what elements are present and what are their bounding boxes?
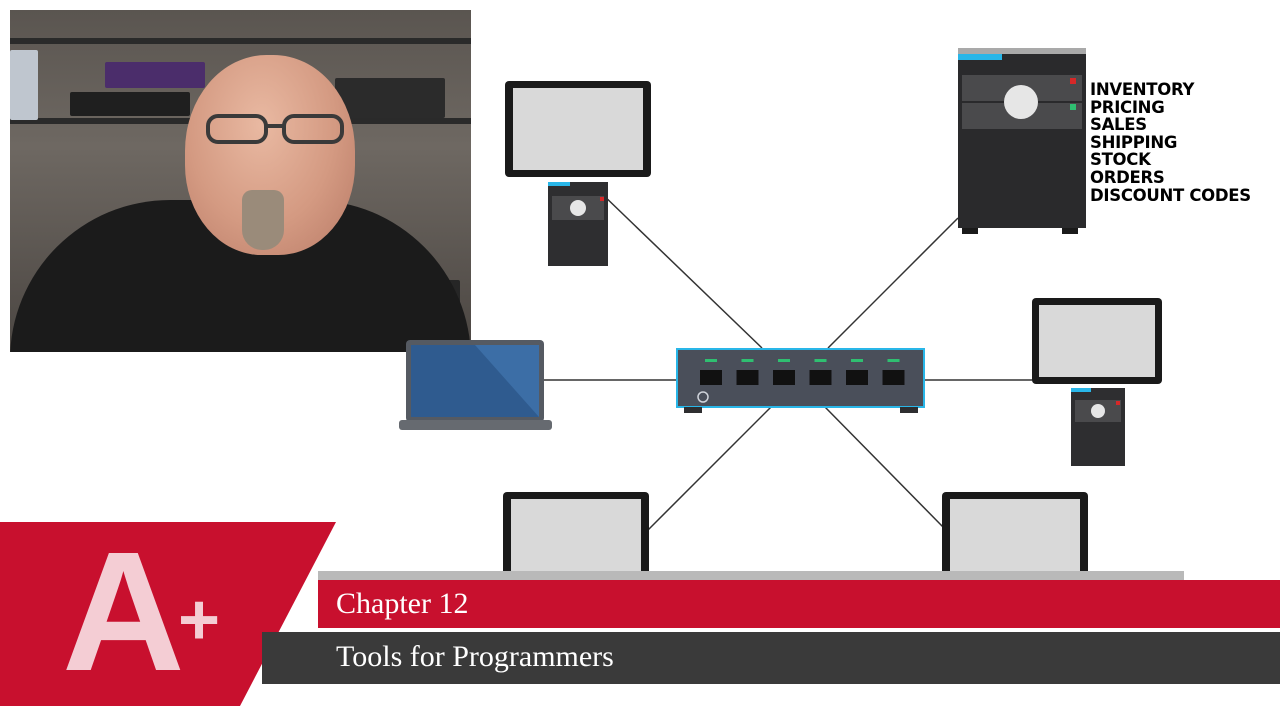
server-data-label: PRICING: [1090, 97, 1165, 117]
port-led: [887, 359, 900, 362]
server-top: [958, 48, 1086, 54]
tower-stripe: [548, 182, 570, 186]
link-line: [647, 405, 773, 531]
server-disc: [1004, 85, 1038, 119]
server-stripe: [958, 54, 1002, 60]
monitor-bottom-left: [503, 492, 649, 584]
status-led: [600, 197, 604, 201]
logo-red-block: [0, 522, 336, 706]
server-data-label: SALES: [1090, 115, 1147, 135]
server-led-red: [1070, 78, 1076, 84]
tower: [548, 182, 608, 266]
link-line: [827, 217, 959, 349]
ethernet-port: [882, 370, 905, 385]
tower: [1071, 388, 1125, 466]
a-plus-logo: A: [62, 517, 185, 707]
port-led: [814, 359, 827, 362]
workstation-top-left: [505, 81, 651, 266]
lesson-title: Tools for Programmers: [336, 640, 614, 673]
video-prop-box: [10, 50, 38, 120]
monitor-screen: [511, 499, 641, 584]
server-led-green: [1070, 104, 1076, 110]
video-prop-box: [105, 62, 205, 88]
ethernet-port: [773, 370, 795, 385]
link-line: [597, 189, 763, 349]
link-line: [823, 405, 945, 529]
server: [958, 48, 1086, 234]
monitor-screen: [513, 88, 643, 170]
video-prop-router: [335, 78, 445, 118]
server-data-label: INVENTORY: [1090, 80, 1195, 99]
a-plus-logo-plus: +: [178, 580, 221, 660]
server-data-label: SHIPPING: [1090, 132, 1178, 152]
presenter-goatee: [242, 190, 284, 250]
banner-shadow-strip: [318, 571, 1184, 580]
tower-disc: [570, 200, 586, 216]
chapter-label: Chapter 12: [336, 587, 469, 620]
presenter-video: [10, 10, 471, 352]
chapter-bar: [318, 580, 1280, 628]
presenter-glasses: [206, 114, 344, 144]
ethernet-port: [846, 370, 868, 385]
ethernet-port: [700, 370, 722, 385]
network-switch: [676, 348, 925, 413]
status-led: [1116, 401, 1120, 405]
server-data-label: DISCOUNT CODES: [1090, 185, 1251, 205]
tower-disc: [1091, 404, 1105, 418]
port-led: [705, 359, 717, 362]
monitor-screen: [1039, 305, 1155, 377]
monitor-bottom-right: [942, 492, 1088, 584]
workstation-right: [1032, 298, 1162, 466]
ethernet-port: [736, 370, 759, 385]
port-led: [778, 359, 790, 362]
tower-stripe: [1071, 388, 1091, 392]
port-led: [741, 359, 754, 362]
banner-divider: [290, 628, 1280, 632]
network-links: [541, 189, 1032, 531]
monitor-screen: [950, 499, 1080, 584]
title-bar: [262, 632, 1280, 684]
server-data-label: ORDERS: [1090, 167, 1165, 187]
power-icon: [697, 391, 709, 403]
port-led: [851, 359, 863, 362]
laptop-base: [399, 420, 552, 430]
ethernet-port: [809, 370, 832, 385]
video-prop-box: [70, 92, 190, 116]
laptop: [399, 340, 552, 430]
server-data-label: STOCK: [1090, 150, 1151, 170]
video-shelf: [10, 38, 471, 44]
